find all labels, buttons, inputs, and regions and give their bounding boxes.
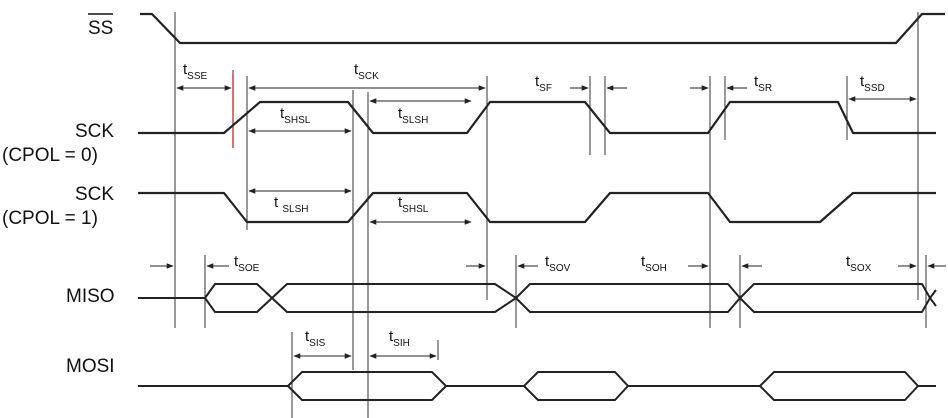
label-tshsl-cpol1: tSHSL (398, 194, 429, 215)
miso-waveform (138, 283, 937, 313)
label-tsih: tSIH (389, 328, 410, 349)
signal-labels: SS SCK (CPOL = 0) SCK (CPOL = 1) MISO MO… (2, 13, 115, 377)
sck-cpol1-label: SCK (75, 184, 114, 205)
miso-label: MISO (66, 286, 115, 307)
sck-cpol1-sub-label: (CPOL = 1) (2, 208, 98, 229)
label-tsse: tSSE (183, 61, 208, 82)
ss-label: SS (88, 18, 113, 39)
label-tsov: tSOV (545, 253, 571, 274)
sck-cpol0-sub-label: (CPOL = 0) (2, 145, 98, 166)
label-tsr: tSR (754, 73, 772, 94)
label-tsox: tSOX (846, 253, 872, 274)
waveforms (138, 12, 945, 401)
ss-waveform (140, 12, 945, 45)
label-tslsh-cpol0: tSLSH (398, 105, 428, 126)
sck-cpol0-label: SCK (75, 121, 114, 142)
label-tsis: tSIS (305, 328, 326, 349)
label-tshsl-cpol0: tSHSL (280, 105, 311, 126)
timing-arrows (150, 85, 946, 359)
reference-lines (174, 12, 927, 418)
label-tssd: tSSD (860, 73, 885, 94)
mosi-label: MOSI (66, 356, 115, 377)
label-tsoh: tSOH (641, 253, 667, 274)
timing-labels: tSSE tSCK tSF tSR tSSD tSHSL tSLSH t SLS… (183, 61, 885, 349)
mosi-waveform (138, 371, 936, 401)
label-tsoe: tSOE (234, 253, 260, 274)
label-tsf: tSF (535, 73, 552, 94)
label-tsck: tSCK (354, 61, 379, 82)
sck-cpol1-waveform (138, 191, 936, 224)
label-tslsh-cpol1: t SLSH (274, 194, 308, 215)
sck-cpol0-waveform (138, 100, 936, 135)
